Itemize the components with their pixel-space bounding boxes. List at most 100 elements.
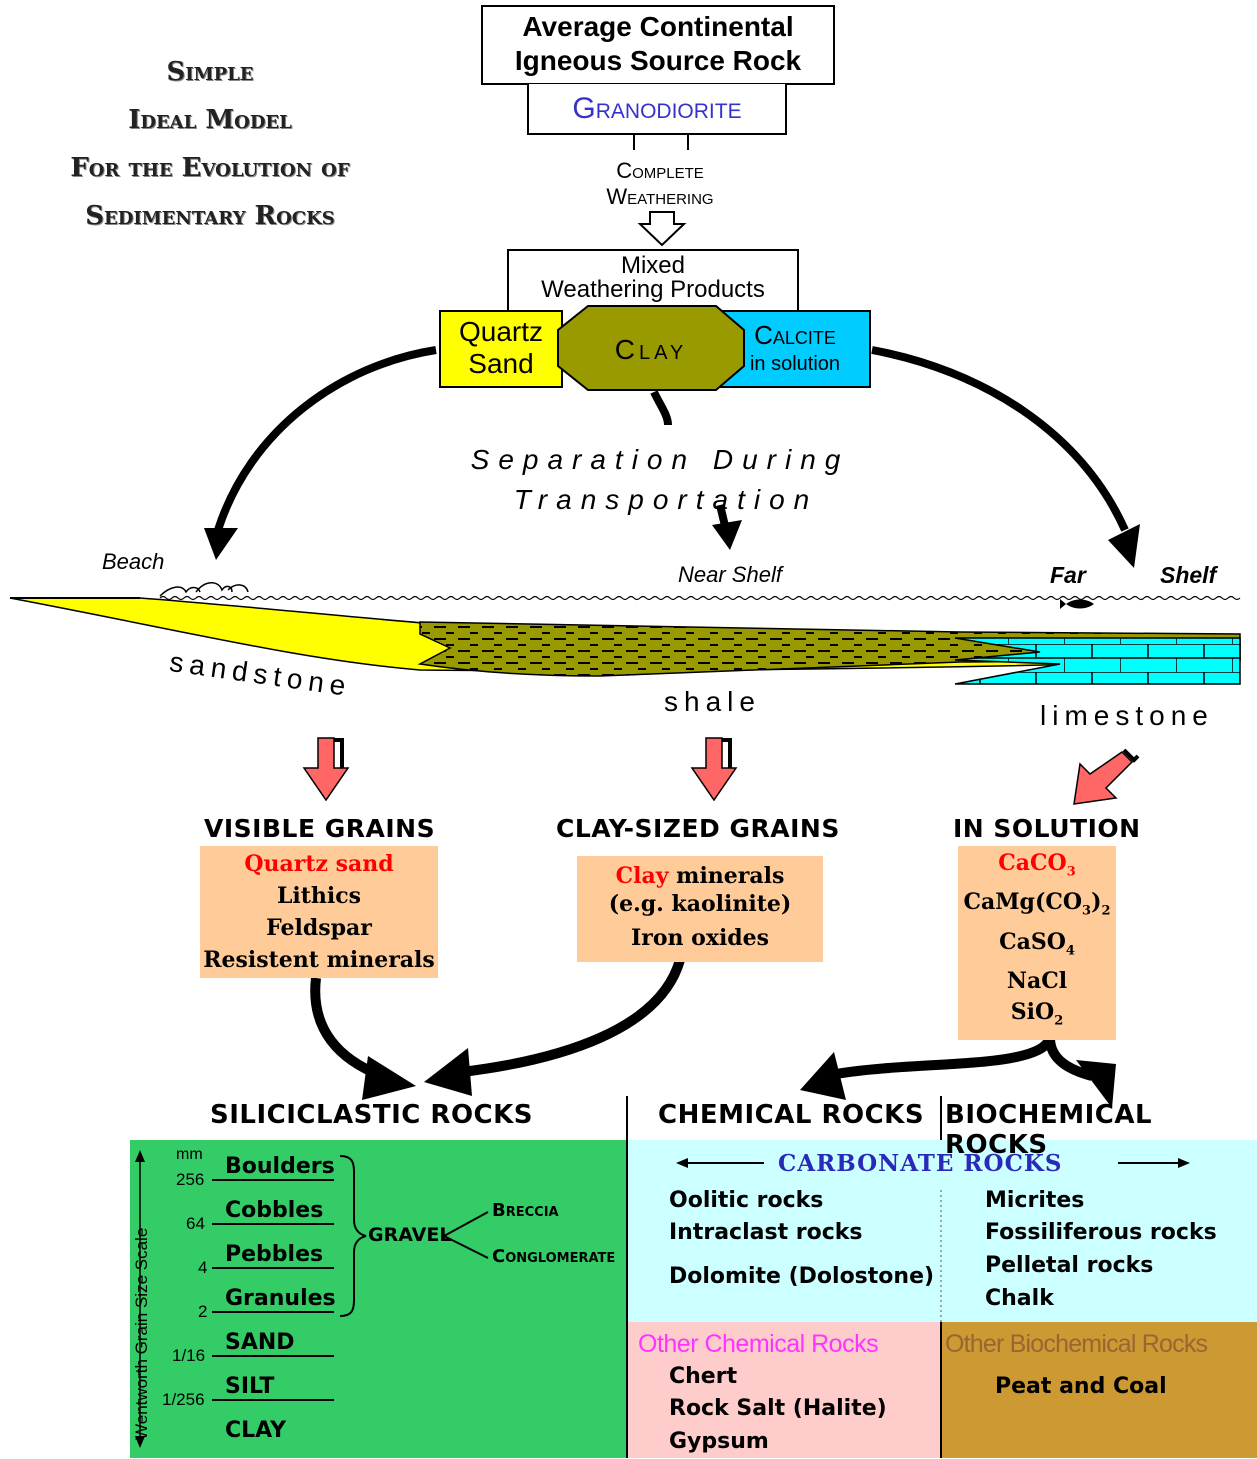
source-stem [527,84,787,135]
wentworth-scale-label: Wentworth Grain Size Scale [132,1227,151,1440]
shale-wedge [417,621,1241,677]
siliciclastic-panel [130,1140,627,1458]
granodiorite-label: Granodiorite [572,92,742,125]
shale-label: shale [664,686,761,717]
class-sand: SAND [225,1330,295,1355]
quartz-sand-box [439,310,563,388]
mixed-line-1: Mixed [620,252,686,279]
limestone-label: limestone [1040,700,1214,731]
quartz-line-1: Quartz [458,316,544,347]
calcite-label: Calcite in solution [720,318,870,376]
near-shelf-label: Near Shelf [678,562,782,587]
visible-item-3: Feldspar [266,915,372,941]
solution-item-camgco3: CaMg(CO3)2 [963,889,1111,919]
arrow-solution-to-chem-head [800,1052,846,1100]
clay-item-1: Clay minerals [577,862,823,890]
breccia-label: Breccia [492,1200,559,1221]
title-line-2: Ideal Model [128,105,292,135]
camgco3-close: ) [1091,889,1102,916]
caco3-text: CaCO [998,850,1067,876]
solution-item-sio2: SiO2 [1010,999,1064,1029]
source-box [481,5,835,85]
source-line-2: Igneous Source Rock [514,45,802,76]
breccia-line [443,1211,489,1237]
transport-line-2: Transportation [513,484,819,515]
clay-octagon [557,305,745,391]
arrow-to-nearshelf-head [712,520,742,550]
class-pebbles: Pebbles [225,1242,324,1267]
carbonate-left-2: Intraclast rocks [669,1220,863,1245]
arrow-to-farshelf [871,346,1129,532]
shelf-label: Shelf [1160,562,1217,588]
clay-item-1-rest: minerals [668,863,785,889]
source-line-1: Average Continental [522,11,794,42]
gravel-label: GRAVEL [368,1224,452,1246]
carbonate-panel [627,1140,1257,1322]
calcite-line-2: in solution [749,353,841,375]
transport-line-1: Separation During [470,444,850,475]
camgco3-text: CaMg(CO [963,889,1083,916]
other-chemical-item-3: Gypsum [669,1429,769,1454]
carbonate-right-2: Fossiliferous rocks [985,1220,1217,1245]
clay-item-2: (e.g. kaolinite) [608,891,792,917]
carbonate-right-1: Micrites [985,1188,1085,1213]
class-boulders: Boulders [225,1154,335,1179]
other-chemical-panel [627,1322,941,1458]
gravel-brace [339,1155,367,1317]
quartz-line-2: Sand [468,348,534,379]
class-clay: CLAY [225,1418,287,1443]
red-arrow-shale [690,737,738,802]
arrow-to-beach-head [204,528,238,560]
class-silt: SILT [225,1374,275,1399]
title-line-3: For the Evolution of [70,153,350,183]
visible-grains-header: VISIBLE GRAINS [204,814,436,843]
scale-unit: mm [176,1146,203,1163]
chemical-header: CHEMICAL ROCKS [658,1100,925,1130]
tick-1-256: 1/256 [162,1390,205,1409]
clay-stub [650,390,672,426]
scale-axis-top-head [135,1150,145,1162]
other-chemical-item-2: Rock Salt (Halite) [669,1396,887,1421]
clay-grains-header: CLAY-SIZED GRAINS [556,814,840,843]
solution-box: CaCO3 CaMg(CO3)2 CaSO4 NaCl SiO2 [958,846,1116,1040]
conglomerate-line [443,1235,489,1259]
solution-item-caco3: CaCO3 [998,850,1076,880]
other-biochemical-panel [941,1322,1257,1458]
limestone-wedge [954,637,1241,685]
title-line-4: Sedimentary Rocks [85,201,335,231]
beach-label: Beach [102,549,165,574]
tick-4: 4 [198,1258,208,1277]
class-granules: Granules [225,1286,336,1311]
siliciclastic-header: SILICICLASTIC ROCKS [210,1100,534,1130]
weathering-label: Complete Weathering [560,158,760,210]
breaking-waves [159,582,249,597]
weathering-open-arrow [637,211,687,247]
arrow-solution-to-chem [835,1035,1055,1079]
sio2-text: SiO [1010,999,1055,1026]
other-chemical-item-1: Chert [669,1364,738,1389]
carbonate-left-3: Dolomite (Dolostone) [669,1264,935,1289]
transport-label: Separation During Transportation [450,440,870,520]
other-biochemical-header: Other Biochemical Rocks [945,1330,1208,1358]
fish-icon [1060,599,1094,609]
scale-axis-bottom-head [135,1436,145,1448]
caso4-text: CaSO [999,928,1066,955]
tick-256: 256 [176,1170,205,1189]
carbonate-header: CARBONATE ROCKS [778,1150,1063,1177]
title-line-1: Simple [166,57,254,87]
carbonate-arrow-right-head [1178,1158,1190,1168]
arrow-solution-to-biochem [1045,1037,1094,1081]
solution-item-caso4: CaSO4 [999,928,1075,959]
arrow-to-farshelf-head [1108,524,1140,568]
visible-item-1: Quartz sand [244,851,394,877]
arrow-visible-to-silici-head [362,1056,416,1100]
carbonate-arrow-left-head [676,1158,688,1168]
other-chemical-header: Other Chemical Rocks [638,1330,879,1358]
other-biochemical-item-1: Peat and Coal [995,1374,1167,1399]
weathering-line-1: Complete [616,158,704,183]
arrow-to-beach [214,346,437,532]
visible-grains-box: Quartz sand Lithics Feldspar Resistent m… [200,846,438,978]
sea-surface [159,595,1241,601]
clay-label: Clay [614,334,688,365]
